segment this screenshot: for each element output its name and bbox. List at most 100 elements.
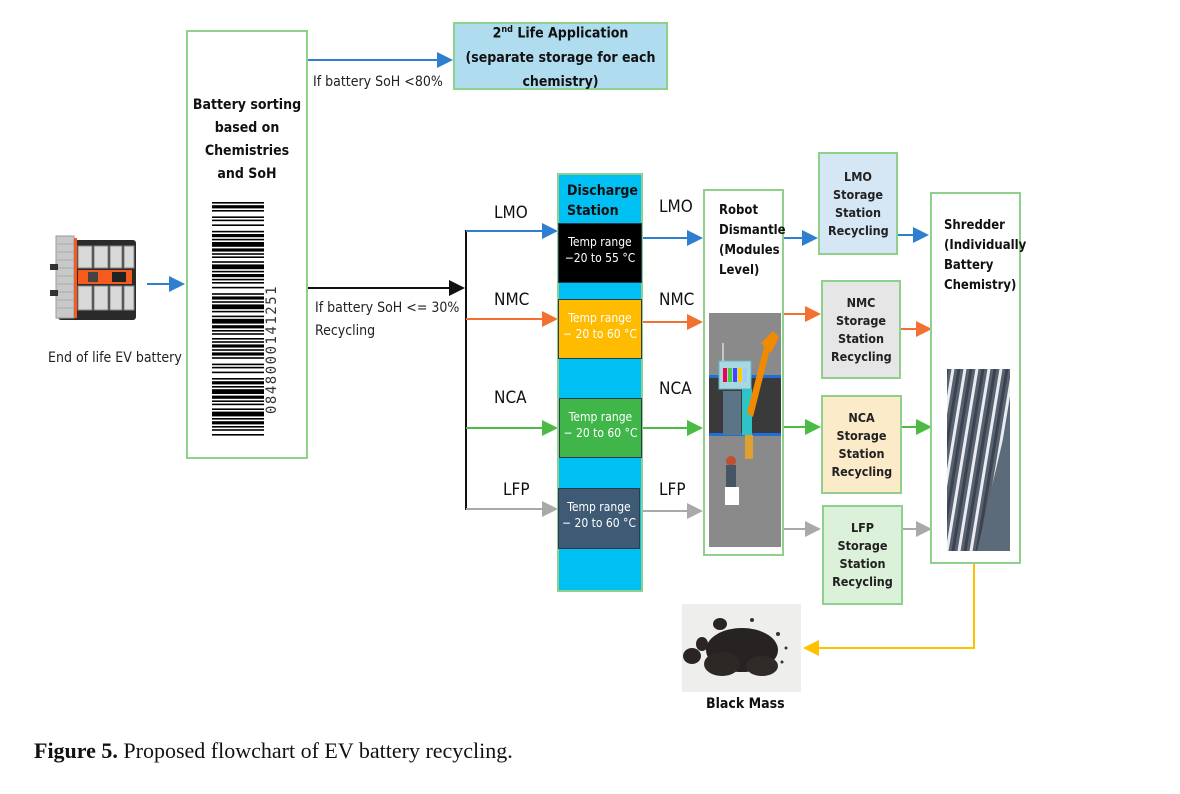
storage-nca-label: NCA Storage Station Recycling — [831, 409, 893, 479]
barcode-bar — [212, 296, 264, 300]
shredder-housing — [977, 409, 1010, 551]
temp-box-nca: Temp range − 20 to 60 °C — [559, 398, 642, 458]
robot-image — [709, 313, 781, 547]
barcode-bar — [212, 219, 264, 222]
second-life-box: 2nd Life Application (separate storage f… — [453, 22, 668, 90]
barcode-bar — [212, 270, 264, 273]
shredder-blades-icon — [947, 369, 1010, 551]
figure-label: Figure 5. — [34, 738, 118, 763]
temp-title-lfp: Temp range — [567, 500, 631, 514]
storage-nca: NCA Storage Station Recycling — [821, 395, 902, 494]
barcode-bar — [212, 264, 264, 270]
battery-pack-icon — [50, 235, 136, 320]
shredder-blade — [947, 369, 973, 524]
barcode-bar — [212, 349, 264, 351]
chem-label-lmo-out: LMO — [659, 197, 693, 217]
temp-range-nmc: − 20 to 60 °C — [563, 327, 637, 341]
barcode-bar — [212, 282, 264, 284]
shredder-blade — [947, 369, 955, 415]
barcode-bar — [212, 366, 264, 369]
storage-nmc: NMC Storage Station Recycling — [821, 280, 901, 379]
recycling-condition-line2: Recycling — [315, 323, 376, 339]
barcode-bar — [212, 341, 264, 343]
barcode-bar — [212, 403, 264, 406]
caption-text: Proposed flowchart of EV battery recycli… — [117, 738, 513, 763]
sorting-title: Battery sorting based on Chemistries and… — [192, 97, 302, 182]
figure-caption: Figure 5. Proposed flowchart of EV batte… — [34, 738, 513, 764]
chem-label-nca-out: NCA — [659, 379, 692, 399]
storage-lmo: LMO Storage Station Recycling — [818, 152, 898, 255]
barcode-bar — [212, 224, 264, 226]
barcode-bar — [212, 278, 264, 281]
barcode-bar — [212, 216, 264, 218]
second-life-title-text: Life Application (separate storage for e… — [465, 25, 656, 90]
shredder-blade — [957, 369, 991, 551]
barcode-bar — [212, 238, 264, 241]
temp-range-lfp: − 20 to 60 °C — [562, 516, 636, 530]
storage-lfp-label: LFP Storage Station Recycling — [832, 520, 893, 589]
barcode-bar — [212, 242, 264, 247]
barcode-bar — [212, 315, 264, 318]
barcode-bar — [212, 210, 264, 212]
second-life-condition: If battery SoH <80% — [313, 74, 443, 90]
storage-lmo-label: LMO Storage Station Recycling — [828, 168, 889, 238]
black-mass-label: Black Mass — [706, 696, 785, 712]
second-life-ordinal: 2 — [492, 25, 502, 42]
second-life-ordinal-suffix: nd — [501, 25, 513, 36]
temp-title-nca: Temp range — [568, 410, 633, 424]
barcode-bar — [212, 426, 264, 428]
second-life-title: 2nd Life Application (separate storage f… — [455, 18, 666, 94]
barcode-bar — [212, 389, 264, 394]
temp-box-lfp: Temp range − 20 to 60 °C — [558, 488, 640, 549]
robot-dismantle-box: Robot Dismantle (Modules Level) — [703, 189, 786, 556]
barcode-bar — [212, 421, 264, 425]
barcode-bar — [212, 344, 264, 348]
shredder-blade — [951, 369, 985, 551]
sorting-box: Battery sorting based on Chemistries and… — [186, 30, 308, 459]
shredder-blade — [969, 369, 1003, 551]
barcode-bar — [212, 434, 264, 436]
barcode-bar — [212, 274, 264, 278]
barcode-bar — [212, 304, 264, 310]
recycling-condition-line1: If battery SoH <= 30% — [315, 300, 460, 316]
shredder-image — [947, 369, 1010, 551]
shredder-title: Shredder (Individually Battery Chemistry… — [944, 218, 1027, 293]
barcode-bar — [212, 230, 264, 233]
barcode-bar — [212, 318, 264, 324]
temp-range-lmo: −20 to 55 °C — [564, 251, 636, 265]
black-mass-image — [682, 604, 801, 692]
robot-title: Robot Dismantle (Modules Level) — [719, 203, 786, 278]
discharge-title: Discharge Station — [567, 183, 638, 219]
barcode-bar — [212, 400, 264, 402]
barcode-bar — [212, 286, 264, 289]
barcode-bar — [212, 408, 264, 410]
chem-label-lfp-in: LFP — [503, 480, 530, 500]
black-mass-icon — [683, 618, 788, 676]
temp-range-nca: − 20 to 60 °C — [563, 426, 638, 440]
storage-nmc-label: NMC Storage Station Recycling — [831, 294, 892, 364]
temp-box-lmo: Temp range −20 to 55 °C — [558, 223, 642, 283]
barcode-bar — [212, 395, 264, 399]
barcode-bar — [212, 261, 264, 263]
chem-label-nmc-in: NMC — [494, 290, 530, 310]
barcode-bar — [212, 363, 264, 366]
barcode: 0848000141251 — [212, 202, 286, 438]
shredder-blade — [947, 369, 979, 551]
barcode-bar — [212, 330, 264, 332]
barcode-number: 0848000141251 — [264, 285, 280, 414]
barcode-bar — [212, 411, 264, 417]
temp-box-nmc: Temp range − 20 to 60 °C — [558, 299, 642, 359]
shredder-blade — [963, 369, 997, 551]
barcode-bar — [212, 338, 264, 340]
ev-battery-image — [44, 234, 140, 324]
temp-title-lmo: Temp range — [568, 235, 632, 249]
barcode-bar — [212, 310, 264, 313]
ev-battery-label: End of life EV battery — [48, 350, 182, 366]
temp-title-nmc: Temp range — [568, 311, 632, 325]
barcode-bar — [212, 418, 264, 420]
chem-label-nca-in: NCA — [494, 388, 527, 408]
barcode-bar — [212, 293, 264, 295]
barcode-bar — [212, 301, 264, 303]
barcode-bar — [212, 381, 264, 385]
storage-lfp: LFP Storage Station Recycling — [822, 505, 903, 605]
